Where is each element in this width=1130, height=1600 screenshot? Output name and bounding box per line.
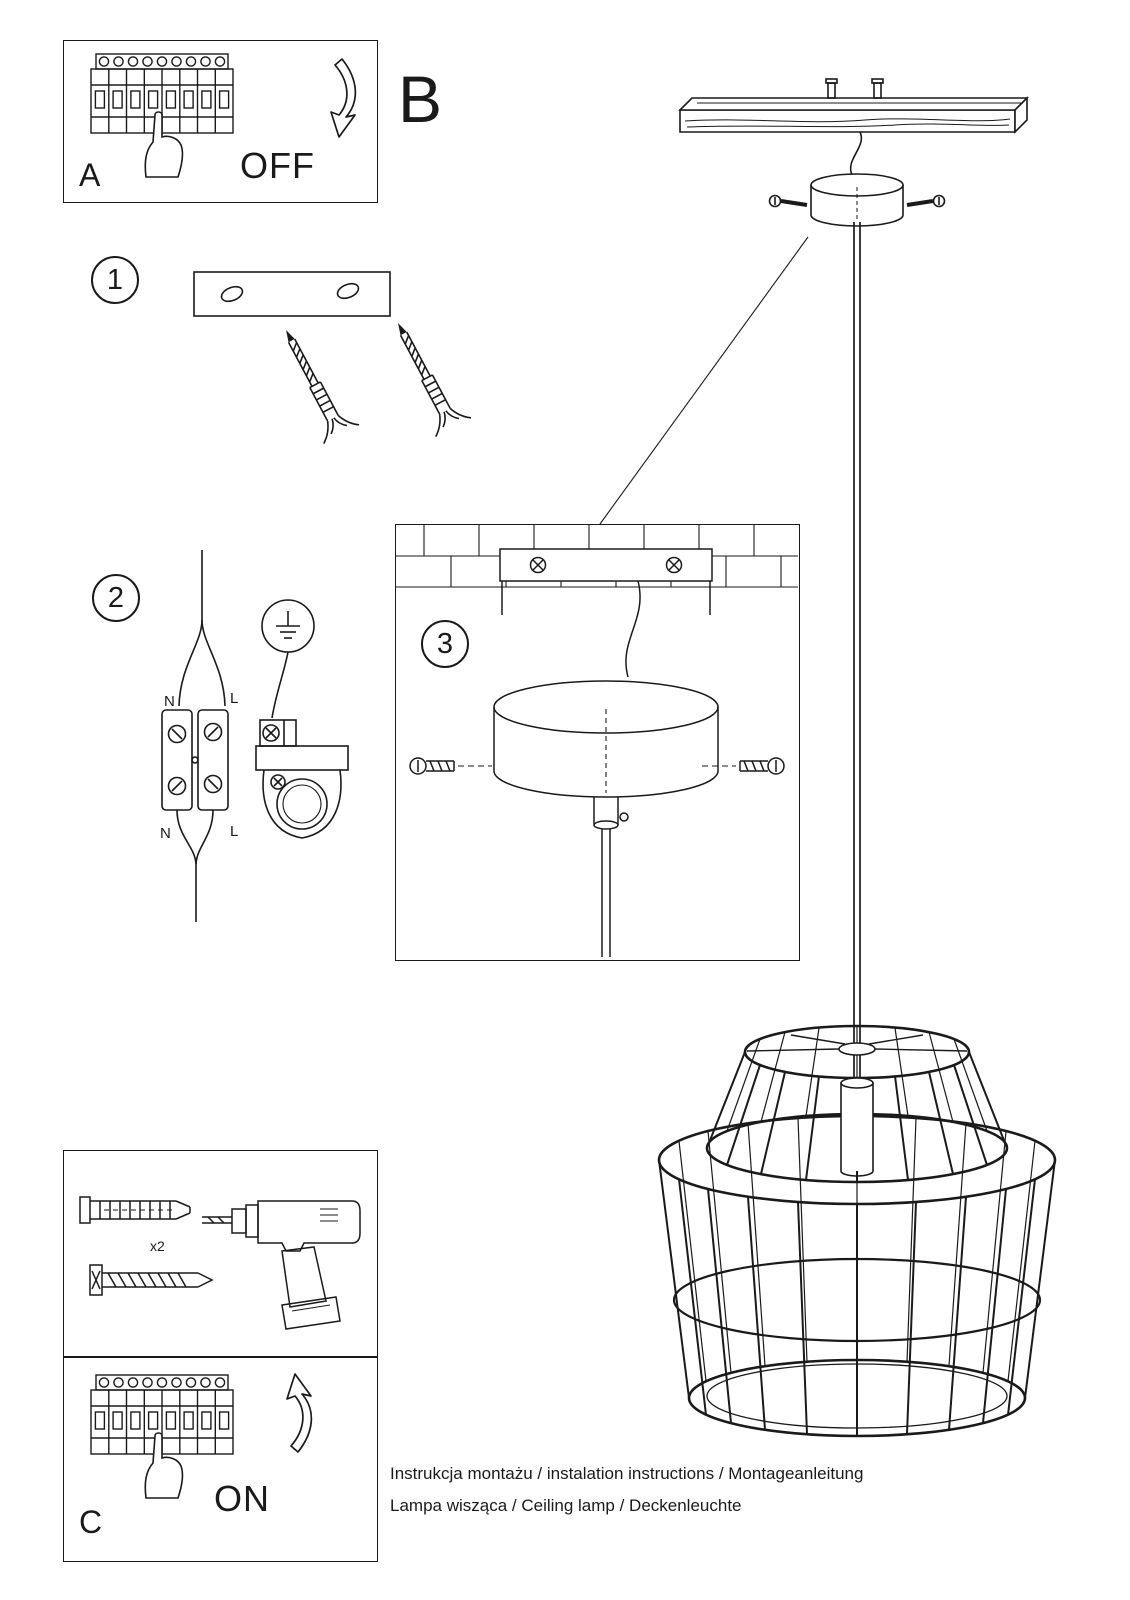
section-b-label: B (398, 62, 443, 136)
canopy-icon (493, 680, 719, 957)
hand-icon (144, 1432, 184, 1499)
wiring-diagram: N L N L (150, 548, 360, 928)
cord-grip-icon (255, 719, 349, 839)
step-2-badge: 2 (92, 574, 140, 622)
power-on-panel: ON C (63, 1357, 378, 1562)
step-3-badge: 3 (421, 620, 469, 668)
detail-leader-line (599, 236, 809, 525)
neutral-label-bottom: N (160, 825, 171, 842)
power-off-panel: OFF A (63, 40, 378, 203)
wall-plug-icon (79, 1196, 191, 1224)
ceiling-mount-detail (395, 524, 800, 961)
ceiling-bracket-icon (499, 548, 713, 615)
connection-wire-icon (625, 580, 641, 678)
on-label: ON (214, 1478, 270, 1519)
suspension-cord-icon (853, 222, 861, 1081)
footer: Instrukcja montażu / instalation instruc… (390, 1458, 863, 1523)
breaker-panel-icon (82, 1372, 242, 1500)
lamp-cable-icon (176, 809, 214, 922)
lamp-assembly-illustration (595, 75, 1130, 1465)
mounting-bracket-icon (193, 271, 391, 317)
arrow-up-icon (260, 1370, 324, 1456)
canopy-icon (768, 173, 946, 227)
side-screw-left-icon (409, 757, 492, 775)
ceiling-plank-icon (678, 78, 1029, 134)
step-1-badge: 1 (91, 256, 139, 304)
cage-shade-icon (657, 1024, 1057, 1438)
panel-c-label: C (79, 1504, 103, 1540)
terminal-block-icon (161, 709, 229, 811)
screw-icon (89, 1264, 214, 1296)
panel-a-label: A (79, 157, 101, 193)
mounting-bracket-diagram (190, 268, 490, 468)
step-1-number: 1 (106, 263, 124, 296)
hand-icon (144, 111, 184, 178)
ceiling-wire-icon (849, 131, 863, 176)
ground-wire-icon (271, 651, 289, 719)
step-3-number: 3 (436, 627, 454, 660)
product-title: Lampa wisząca / Ceiling lamp / Deckenleu… (390, 1496, 742, 1516)
anchor-count-label: x2 (150, 1238, 165, 1254)
step-2-number: 2 (107, 581, 125, 614)
breaker-panel-icon (82, 51, 242, 179)
side-screw-right-icon (702, 757, 785, 775)
neutral-label-top: N (164, 693, 175, 710)
supply-cable-icon (178, 550, 226, 707)
instructions-title: Instrukcja montażu / instalation instruc… (390, 1464, 864, 1483)
ground-symbol-icon (261, 599, 315, 653)
live-label-bottom: L (230, 823, 238, 840)
off-label: OFF (240, 145, 315, 186)
drill-icon (202, 1200, 361, 1330)
arrow-down-icon (306, 55, 370, 141)
tools-panel: x2 (63, 1150, 378, 1357)
live-label-top: L (230, 690, 238, 707)
lamp-socket-icon (840, 1077, 874, 1177)
